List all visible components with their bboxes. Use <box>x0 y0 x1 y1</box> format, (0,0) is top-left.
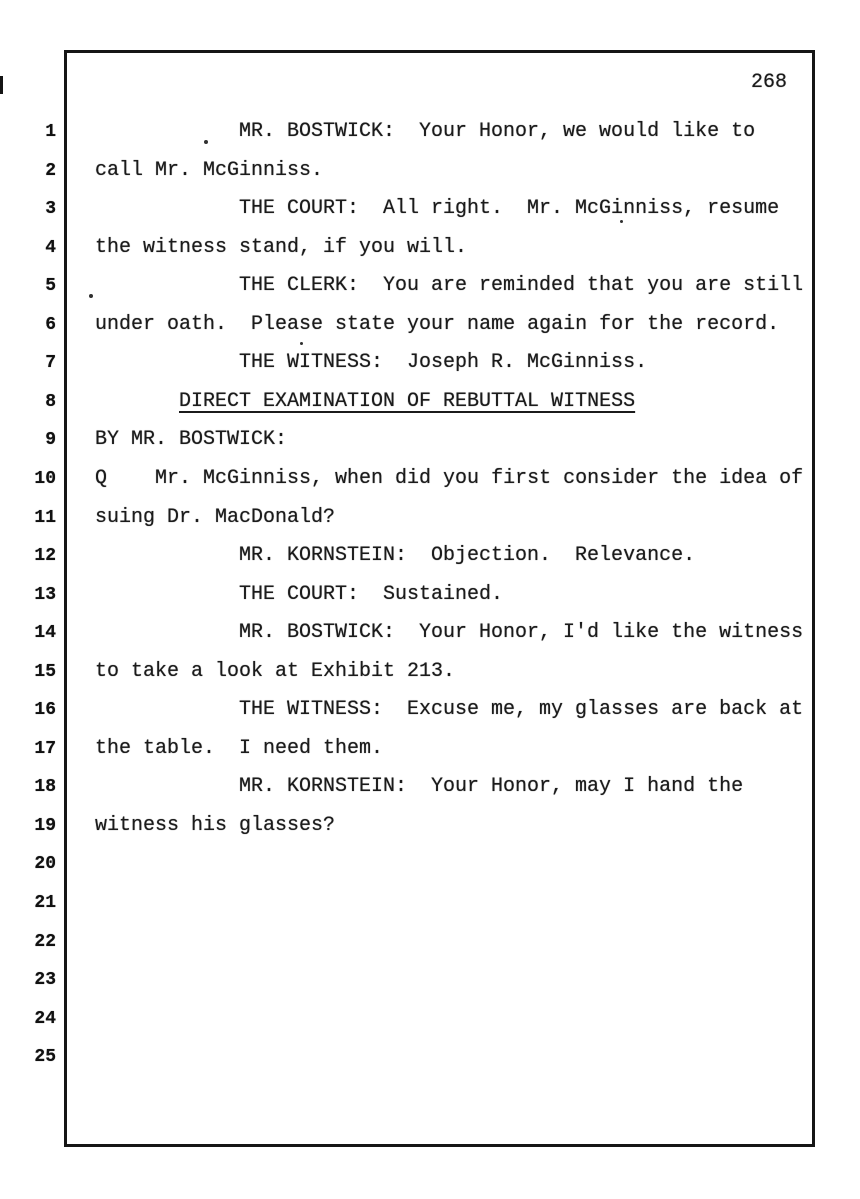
line-text: MR. BOSTWICK: Your Honor, we would like … <box>239 120 756 143</box>
line-text: Q Mr. McGinniss, when did you first cons… <box>95 466 804 490</box>
transcript-line: 7 THE WITNESS: Joseph R. McGinniss. <box>0 350 860 376</box>
transcript-line: 23 <box>0 967 860 993</box>
line-text: THE COURT: Sustained. <box>239 582 504 606</box>
line-text: MR. KORNSTEIN: Objection. Relevance. <box>239 544 696 568</box>
line-number: 11 <box>34 507 56 528</box>
line-number: 2 <box>45 160 56 181</box>
transcript-line: 17 the table. I need them. <box>0 736 860 762</box>
transcript-line: 9 BY MR. BOSTWICK: <box>0 427 860 453</box>
transcript-line: 2 call Mr. McGinniss. <box>0 158 860 184</box>
transcript-line: 10 Q Mr. McGinniss, when did you first co… <box>0 466 860 492</box>
transcript-line: 16 THE WITNESS: Excuse me, my glasses are… <box>0 697 860 723</box>
line-number: 20 <box>34 854 56 875</box>
line-text: suing Dr. MacDonald? <box>95 505 336 529</box>
line-number: 22 <box>34 931 56 952</box>
line-number: 24 <box>34 1008 56 1029</box>
line-text: MR. KORNSTEIN: Your Honor, may I hand th… <box>239 775 744 799</box>
line-number: 1 <box>45 122 56 142</box>
line-number: 3 <box>45 199 56 220</box>
line-number: 18 <box>34 777 56 798</box>
scan-speckle <box>620 220 623 223</box>
transcript-line: 8 DIRECT EXAMINATION OF REBUTTAL WITNESS <box>0 389 860 415</box>
scan-speckle <box>89 294 93 298</box>
line-number: 19 <box>34 815 56 836</box>
line-number: 15 <box>34 661 56 682</box>
line-text: under oath. Please state your name again… <box>95 312 780 336</box>
line-number: 12 <box>34 546 56 567</box>
line-number: 6 <box>45 314 56 335</box>
line-number: 8 <box>45 391 56 412</box>
line-number: 7 <box>45 353 56 374</box>
line-text: witness his glasses? <box>95 813 336 837</box>
line-number: 23 <box>34 970 56 991</box>
line-text: the table. I need them. <box>95 736 384 760</box>
line-text: the witness stand, if you will. <box>95 235 468 259</box>
line-number: 17 <box>34 738 56 759</box>
line-number: 5 <box>45 276 56 297</box>
transcript-line: 3 THE COURT: All right. Mr. McGinniss, re… <box>0 196 860 222</box>
line-number: 4 <box>45 237 56 258</box>
line-text: BY MR. BOSTWICK: <box>95 428 288 452</box>
line-text: THE WITNESS: Joseph R. McGinniss. <box>239 351 648 375</box>
line-number: 21 <box>34 893 56 913</box>
transcript-line: 24 <box>0 1006 860 1032</box>
transcript-line: 21 <box>0 890 860 916</box>
line-text: THE COURT: All right. Mr. McGinniss, res… <box>239 197 780 221</box>
line-number: 10 <box>34 468 56 489</box>
line-number: 9 <box>45 430 56 451</box>
line-number: 25 <box>34 1047 56 1068</box>
line-text: call Mr. McGinniss. <box>95 158 324 182</box>
transcript-line: 5 THE CLERK: You are reminded that you ar… <box>0 273 860 299</box>
transcript-line: 19 witness his glasses? <box>0 813 860 839</box>
transcript-line: 20 <box>0 851 860 877</box>
transcript-line: 12 MR. KORNSTEIN: Objection. Relevance. <box>0 543 860 569</box>
transcript-line: 25 <box>0 1044 860 1070</box>
transcript-line: 4 the witness stand, if you will. <box>0 235 860 261</box>
scan-edge-artifact <box>0 76 3 94</box>
transcript-line: 1 MR. BOSTWICK: Your Honor, we would like… <box>0 119 860 145</box>
line-number: 14 <box>34 623 56 644</box>
transcript-line: 15 to take a look at Exhibit 213. <box>0 659 860 685</box>
transcript-line: 13 THE COURT: Sustained. <box>0 582 860 608</box>
scan-speckle <box>204 140 208 144</box>
section-heading: DIRECT EXAMINATION OF REBUTTAL WITNESS <box>179 389 636 413</box>
scan-speckle <box>300 342 303 345</box>
page-number: 268 <box>751 71 788 94</box>
transcript-line: 6 under oath. Please state your name agai… <box>0 312 860 338</box>
line-number: 16 <box>34 700 56 721</box>
line-text: to take a look at Exhibit 213. <box>95 659 456 683</box>
line-number: 13 <box>34 584 56 605</box>
line-text: MR. BOSTWICK: Your Honor, I'd like the w… <box>239 621 804 645</box>
transcript-line: 18 MR. KORNSTEIN: Your Honor, may I hand … <box>0 774 860 800</box>
transcript-line: 11 suing Dr. MacDonald? <box>0 505 860 531</box>
page-border-frame <box>64 50 815 1147</box>
line-text: THE WITNESS: Excuse me, my glasses are b… <box>239 698 804 722</box>
transcript-line: 14 MR. BOSTWICK: Your Honor, I'd like the… <box>0 620 860 646</box>
transcript-line: 22 <box>0 929 860 955</box>
line-text: THE CLERK: You are reminded that you are… <box>239 274 804 298</box>
